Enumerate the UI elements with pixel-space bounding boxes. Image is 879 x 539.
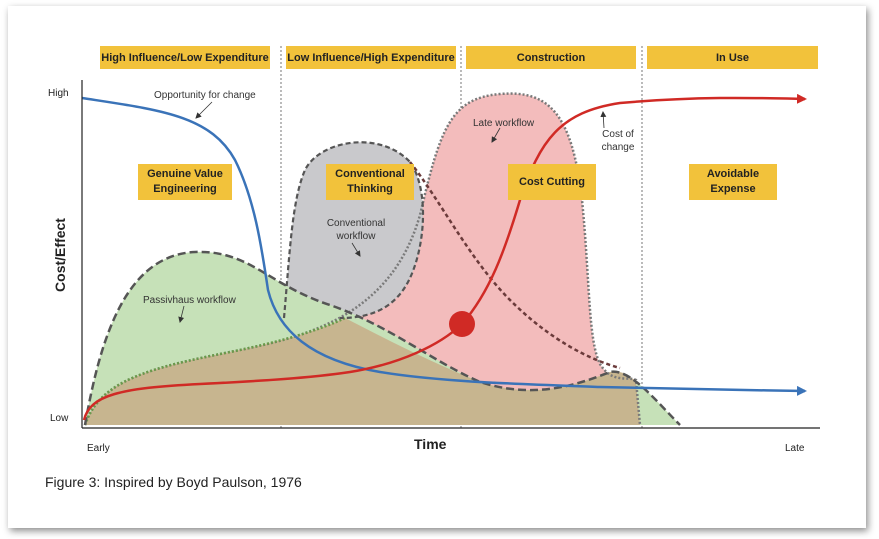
y-high-label: High [48,88,69,99]
phase-in-use: In Use [647,46,818,69]
pointer-line [178,305,185,323]
conventional-workflow-label: Conventional workflow [326,218,386,242]
opportunity-curve [81,96,807,396]
pointer-line [600,111,607,129]
cost-of-change-label: Cost of change [601,129,635,153]
y-axis-title: Cost/Effect [52,218,68,292]
late-workflow-area [85,93,640,425]
phase-low-influence: Low Influence/High Expenditure [286,46,456,69]
phase-construction: Construction [466,46,636,69]
conventional-workflow-outline [282,141,425,320]
passivhaus-workflow-outline [83,250,681,426]
pointer-line [351,242,361,257]
y-low-label: Low [50,413,69,424]
intersection-dot [449,311,475,337]
conventional-thinking-box: Conventional Thinking [326,164,414,200]
late-workflow-label: Late workflow [473,118,535,129]
x-axis-title: Time [414,436,447,452]
conventional-workflow-tail [409,161,621,370]
x-early-label: Early [87,443,110,454]
opportunity-label: Opportunity for change [154,90,256,101]
late-workflow-outline-green [83,316,346,426]
overlap-area [85,318,640,425]
pointer-line [491,127,501,143]
pointer-line [195,101,213,119]
avoidable-expense-box: Avoidable Expense [689,164,777,200]
figure-caption: Figure 3: Inspired by Boyd Paulson, 1976 [45,474,302,490]
passivhaus-label: Passivhaus workflow [143,295,236,306]
x-late-label: Late [785,443,805,454]
cost-cutting-box: Cost Cutting [508,164,596,200]
genuine-value-box: Genuine Value Engineering [138,164,232,200]
phase-high-influence: High Influence/Low Expenditure [100,46,270,69]
